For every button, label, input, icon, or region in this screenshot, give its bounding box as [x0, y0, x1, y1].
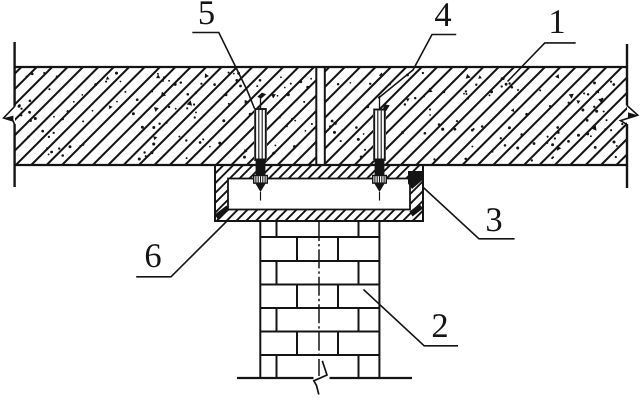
svg-text:1: 1: [548, 3, 565, 41]
svg-text:4: 4: [434, 0, 451, 34]
svg-text:3: 3: [485, 201, 502, 239]
svg-text:2: 2: [431, 307, 448, 345]
svg-text:6: 6: [144, 237, 161, 275]
svg-text:5: 5: [198, 0, 215, 32]
